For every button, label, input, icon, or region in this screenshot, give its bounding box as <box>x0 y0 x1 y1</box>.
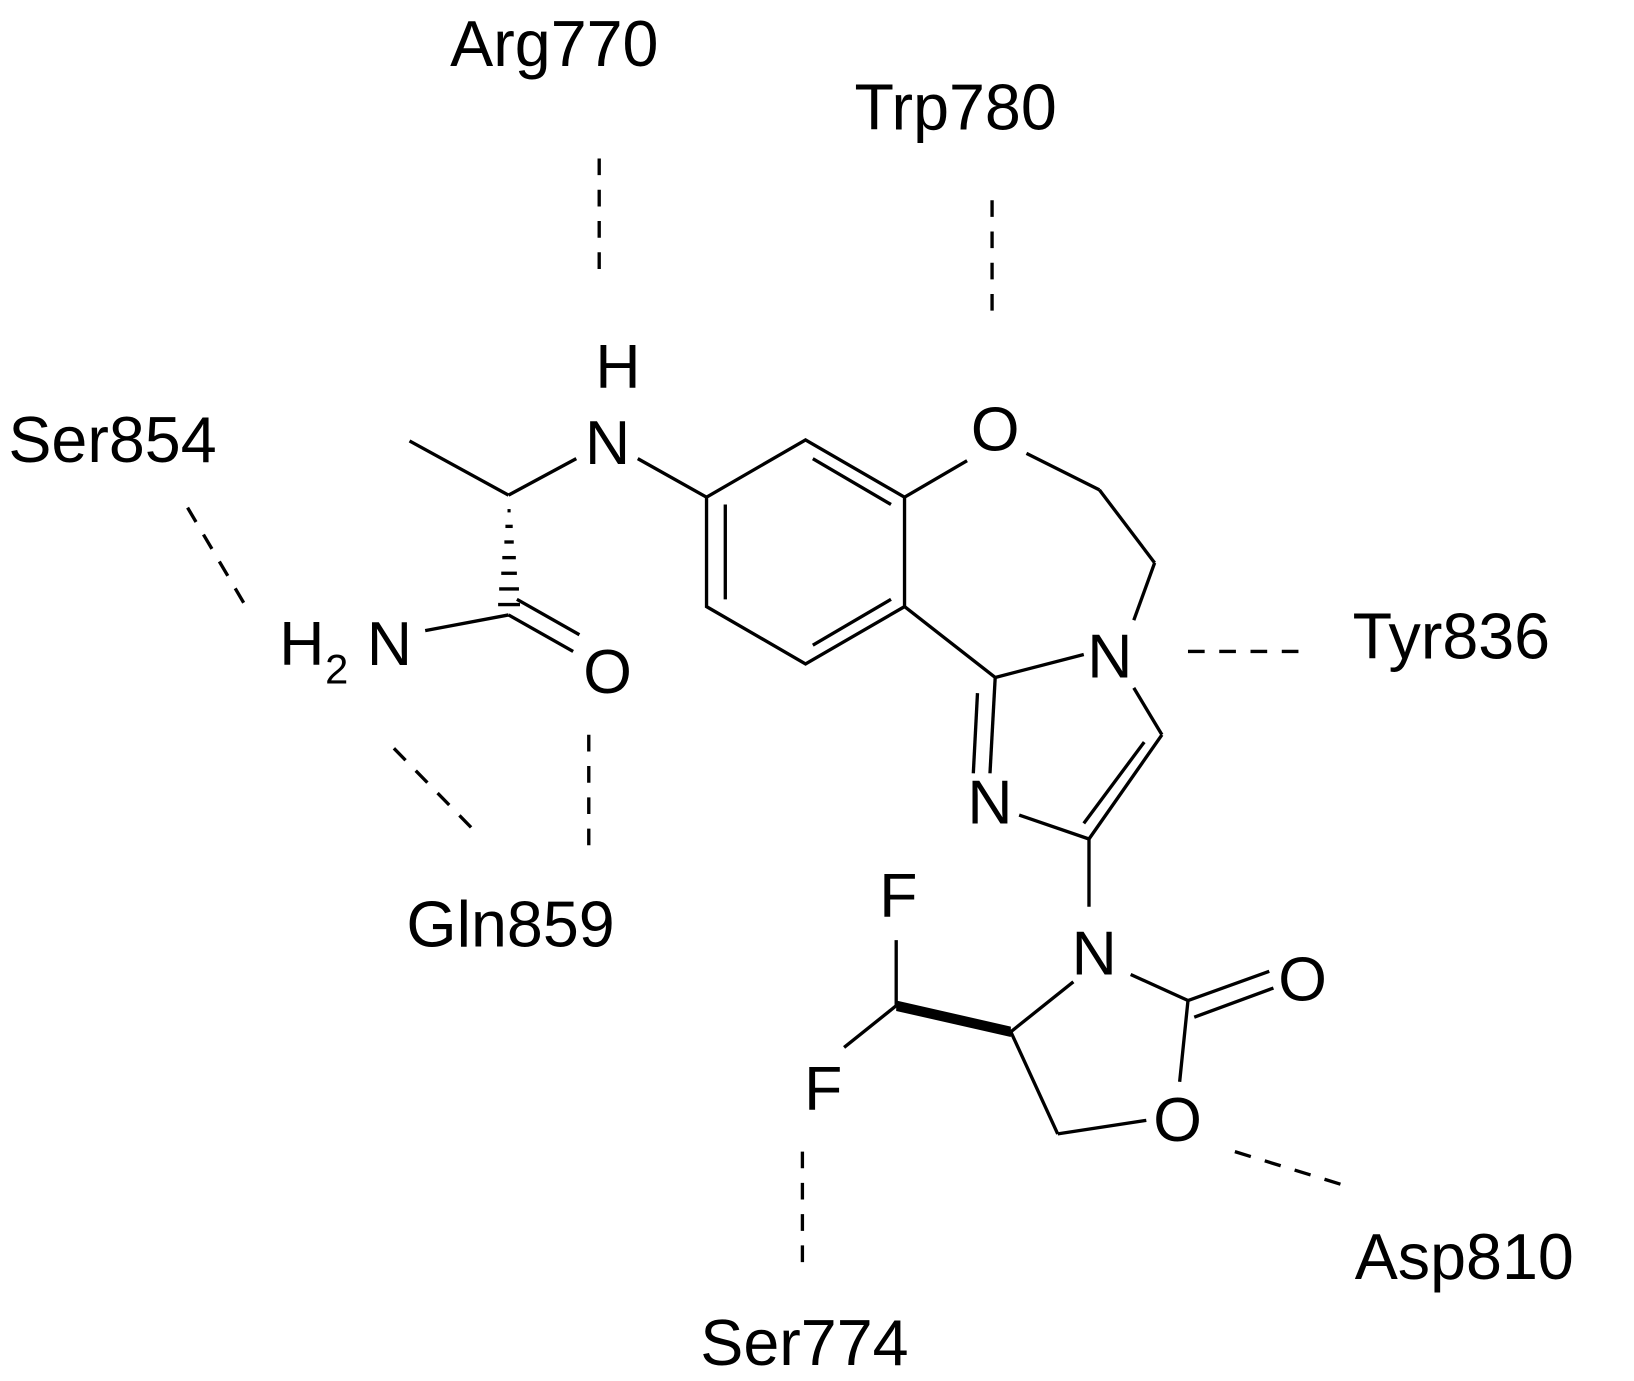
residue-labels: Arg770 Trp780 Ser854 Tyr836 Gln859 Asp81… <box>8 8 1573 1379</box>
hashed-wedge-bond <box>498 509 521 607</box>
residue-asp810: Asp810 <box>1355 1221 1574 1293</box>
atom-h2n-n: N <box>367 609 412 679</box>
hbond-asp810 <box>1234 1150 1347 1188</box>
atom-o-ether: O <box>971 394 1020 464</box>
residue-gln859: Gln859 <box>406 888 614 960</box>
residue-trp780: Trp780 <box>855 71 1057 143</box>
atom-h: H <box>595 332 640 402</box>
bonds <box>408 437 1275 1136</box>
atom-o-carbonyl: O <box>1278 945 1327 1015</box>
atom-o-amide: O <box>583 637 632 707</box>
atom-n-ring: N <box>1087 621 1132 691</box>
atom-h2n-subscript: 2 <box>325 646 348 693</box>
residue-ser774: Ser774 <box>700 1307 908 1379</box>
wedge-bond <box>896 1000 1011 1037</box>
atom-f-bottom: F <box>804 1054 842 1124</box>
residue-tyr836: Tyr836 <box>1353 601 1550 673</box>
interaction-dashes <box>186 158 1347 1274</box>
residue-arg770: Arg770 <box>450 8 658 80</box>
residue-ser854: Ser854 <box>8 404 216 476</box>
atom-labels: H N O N H 2 N O N F N O F O <box>279 332 1327 1155</box>
atom-h2n-h: H <box>279 609 324 679</box>
atom-f-top: F <box>879 861 917 931</box>
hbond-ser854 <box>186 506 248 608</box>
atom-o-ring: O <box>1153 1085 1202 1155</box>
atom-n-amine: N <box>585 408 630 478</box>
atom-n-imidazole: N <box>967 767 1012 837</box>
atom-n-oxazolidinone: N <box>1072 918 1117 988</box>
hbond-gln859-nh2 <box>392 747 481 838</box>
